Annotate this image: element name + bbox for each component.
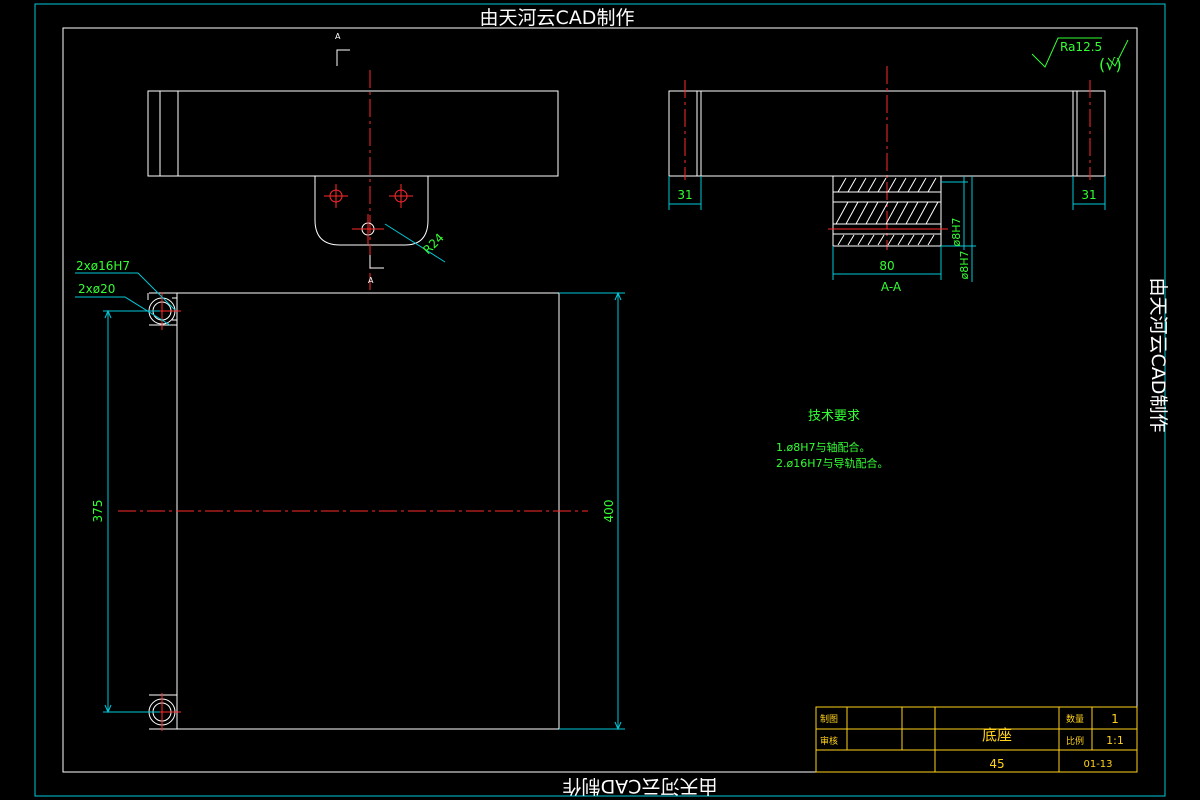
- inner-border: [62, 27, 1138, 773]
- top-view: R24 A A: [147, 32, 559, 290]
- quantity-value: 1: [1111, 712, 1119, 726]
- plan-view: 2xø16H7 2xø20 375 400: [75, 259, 625, 731]
- watermark-bottom: 由天河云CAD制作: [563, 775, 718, 797]
- side-view: 31 31 80 A-A ø8H7 ø8H7: [668, 66, 1106, 294]
- radius-label: R24: [420, 231, 447, 258]
- section-mark-bottom: [369, 255, 384, 269]
- dimension-80: 80: [879, 259, 894, 273]
- title-block: 制图 审核 底座 45 数量 1 比例 1:1 01-13: [815, 706, 1138, 773]
- dimension-400: 400: [602, 500, 616, 523]
- mounting-lug: [314, 176, 429, 246]
- watermark-right: 由天河云CAD制作: [1147, 278, 1169, 433]
- drawing-number: 01-13: [1083, 759, 1112, 770]
- dimension-31-right: 31: [1081, 188, 1096, 202]
- top-view-body: [147, 90, 559, 177]
- part-name: 底座: [982, 726, 1012, 744]
- material: 45: [989, 757, 1004, 771]
- section-letter-bottom: A: [368, 276, 374, 285]
- outer-border: [34, 3, 1166, 797]
- section-view-label: A-A: [881, 280, 902, 294]
- roughness-general: (√): [1099, 55, 1122, 74]
- hole-callout-large: 2xø20: [78, 282, 115, 296]
- scale-label: 比例: [1066, 735, 1084, 747]
- guide-hole-bottom: [143, 693, 181, 731]
- roughness-value: Ra12.5: [1060, 40, 1102, 54]
- tech-req-item-1: 1.ø8H7与轴配合。: [776, 440, 871, 454]
- designer-label: 制图: [820, 713, 838, 725]
- dimension-375: 375: [91, 500, 105, 523]
- scale-value: 1:1: [1106, 734, 1124, 747]
- section-hatched-block: [828, 175, 948, 247]
- section-letter-top: A: [335, 32, 341, 41]
- quantity-label: 数量: [1066, 713, 1084, 725]
- lug-hole-center: [352, 214, 384, 244]
- surface-finish-symbol: Ra12.5 (√): [1031, 37, 1129, 74]
- section-mark-top: [336, 49, 350, 66]
- dimension-31-left: 31: [677, 188, 692, 202]
- watermark-top: 由天河云CAD制作: [480, 7, 635, 29]
- lug-hole-left: [324, 184, 348, 208]
- bore-dimension-b: ø8H7: [958, 251, 971, 280]
- tech-req-title: 技术要求: [808, 409, 860, 424]
- tech-req-item-2: 2.ø16H7与导轨配合。: [776, 456, 889, 470]
- sheet-frame: [34, 3, 1166, 797]
- lug-hole-right: [389, 184, 413, 208]
- hole-callout-small: 2xø16H7: [76, 259, 130, 273]
- bore-dimension-a: ø8H7: [950, 218, 963, 247]
- checker-label: 审核: [820, 735, 838, 747]
- technical-requirements: 技术要求 1.ø8H7与轴配合。 2.ø16H7与导轨配合。: [776, 409, 889, 470]
